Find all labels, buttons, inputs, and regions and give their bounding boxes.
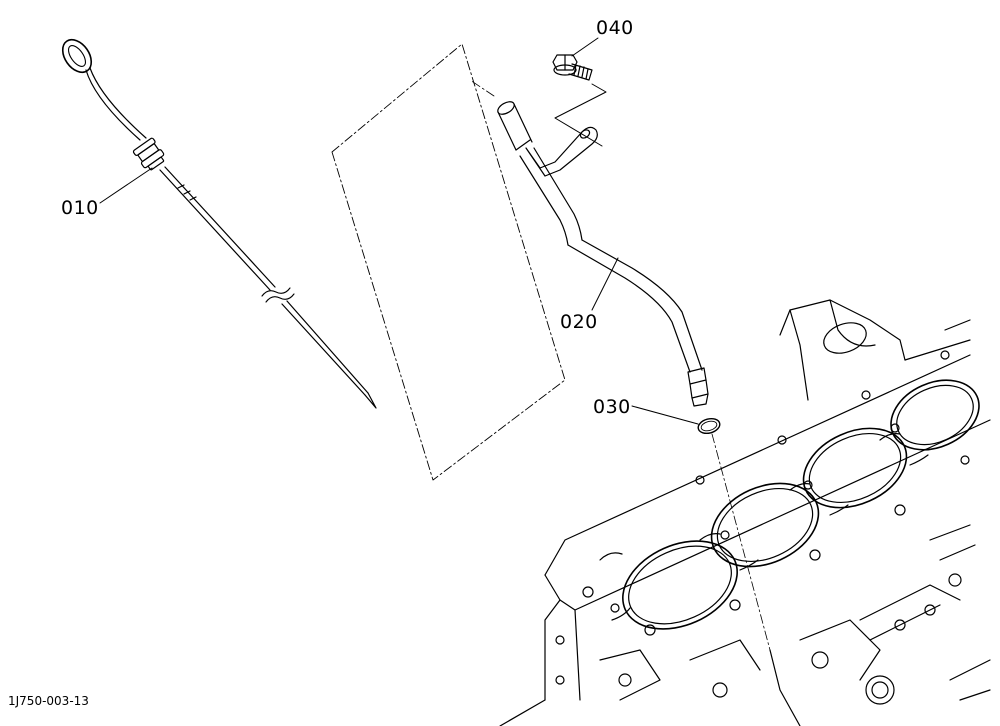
cylinder-block	[500, 300, 990, 726]
callout-040: 040	[596, 17, 634, 39]
bolt-040	[553, 38, 598, 80]
dipstick-010	[57, 34, 376, 408]
o-ring-030	[632, 406, 721, 436]
drawing-code: 1J750-003-13	[8, 694, 89, 708]
callout-030: 030	[593, 396, 631, 418]
guide-tube-020	[496, 99, 708, 406]
tube-centre-line	[712, 434, 770, 650]
tube-upper-centre-line	[470, 80, 494, 96]
phantom-reference-box	[332, 44, 565, 480]
bolt-assembly-line	[555, 84, 606, 146]
callout-020: 020	[560, 311, 598, 333]
callout-010: 010	[61, 197, 99, 219]
